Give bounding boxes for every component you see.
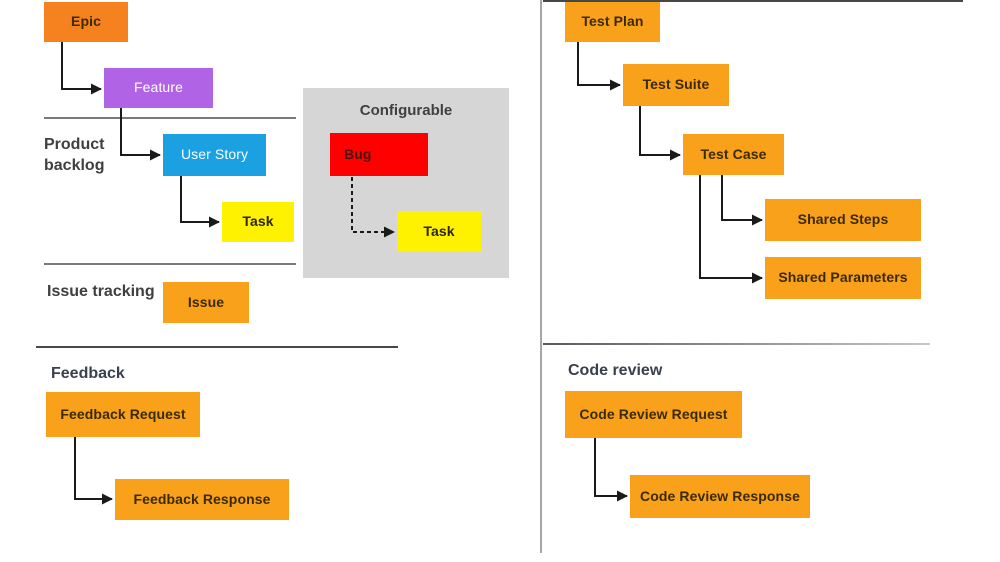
feedback-response-box: Feedback Response: [115, 479, 289, 520]
center-vertical-divider: [540, 0, 542, 553]
shared-steps-box: Shared Steps: [765, 199, 921, 241]
connector-feedback-request-response: [74, 437, 113, 505]
code-review-request-box: Code Review Request: [565, 391, 742, 438]
feedback-request-box: Feedback Request: [46, 392, 200, 437]
product-backlog-label-line1: Product: [44, 136, 105, 153]
bug-box: Bug: [330, 133, 428, 176]
connector-user-story-task: [180, 176, 220, 228]
task-box: Task: [222, 202, 294, 242]
configurable-task-box: Task: [397, 211, 481, 252]
product-backlog-label: Product backlog: [44, 134, 104, 176]
configurable-title: Configurable: [359, 102, 453, 119]
connector-test-case-shared-steps: [721, 175, 763, 226]
feature-box: Feature: [104, 68, 213, 108]
test-case-box: Test Case: [683, 134, 784, 175]
connector-test-plan-test-suite: [577, 42, 621, 91]
code-review-heading: Code review: [568, 362, 663, 379]
epic-box: Epic: [44, 2, 128, 42]
connector-feature-user-story: [120, 108, 161, 161]
shared-parameters-box: Shared Parameters: [765, 257, 921, 299]
connector-epic-feature: [61, 42, 102, 95]
user-story-box: User Story: [163, 134, 266, 176]
test-plan-box: Test Plan: [565, 2, 660, 42]
issue-box: Issue: [163, 282, 249, 323]
feedback-heading: Feedback: [51, 365, 125, 382]
issue-tracking-label: Issue tracking: [47, 283, 155, 300]
product-backlog-label-line2: backlog: [44, 157, 105, 174]
feedback-section-rule: [36, 346, 398, 348]
backlog-divider-bottom: [44, 263, 296, 265]
backlog-divider-top: [44, 117, 296, 119]
connector-test-suite-test-case: [639, 106, 681, 161]
code-review-section-rule: [543, 343, 930, 345]
connector-code-review-request-response: [594, 438, 628, 502]
test-suite-box: Test Suite: [623, 64, 729, 106]
code-review-response-box: Code Review Response: [630, 475, 810, 518]
connector-test-case-shared-parameters: [699, 175, 763, 284]
test-section-top-rule: [543, 0, 963, 2]
